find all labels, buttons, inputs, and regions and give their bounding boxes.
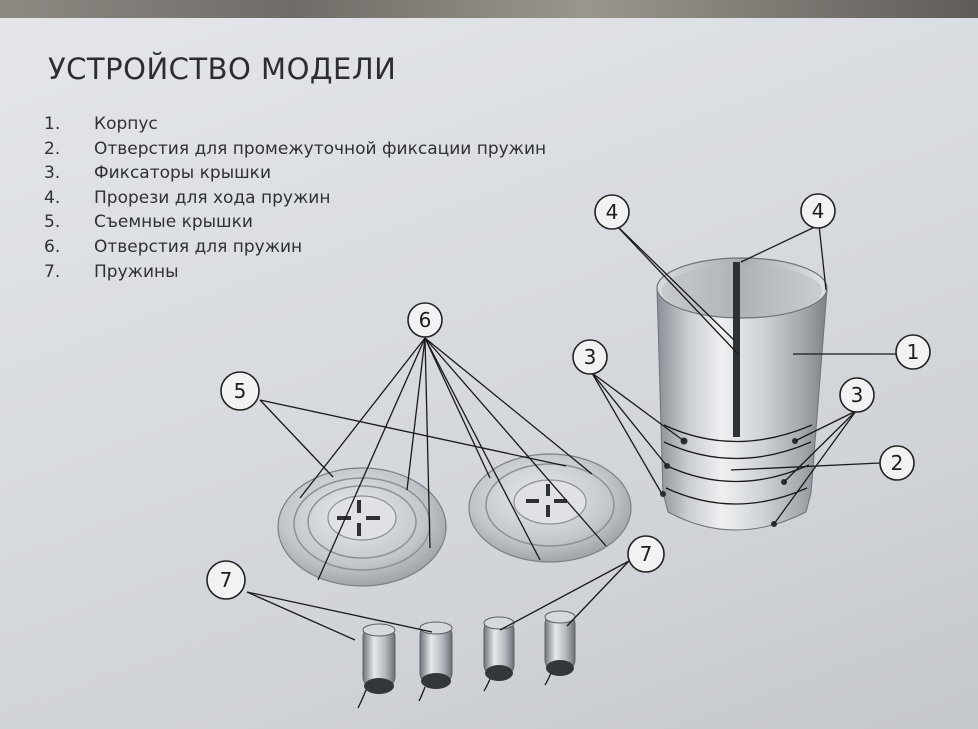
spring-slot [733,262,740,437]
spring [483,616,515,692]
callout-7: 7 [627,535,665,573]
list-item: 3.Фиксаторы крышки [44,163,271,184]
list-item: 6.Отверстия для пружин [44,236,303,257]
spring [357,623,396,709]
svg-text:6: 6 [419,308,432,332]
callout-1: 1 [895,334,931,370]
callout-7: 7 [206,560,246,600]
lid-left [277,467,447,587]
leader-lines [246,223,896,641]
svg-text:4: 4 [606,200,619,224]
list-item: 1.Корпус [44,114,158,134]
spring [544,610,576,686]
callout-5: 5 [220,371,260,411]
parts-list: 1.Корпус 2.Отверстия для промежуточной ф… [44,112,546,284]
page-title: УСТРОЙСТВО МОДЕЛИ [48,52,397,86]
callout-3: 3 [839,377,875,413]
cylinder-body [656,257,828,531]
svg-text:7: 7 [640,542,653,566]
list-item: 7.Пружины [44,261,179,282]
svg-text:1: 1 [907,340,920,364]
callout-3: 3 [572,339,608,375]
svg-text:2: 2 [891,451,904,475]
svg-text:4: 4 [812,199,825,223]
svg-text:3: 3 [851,383,864,407]
callout-6: 6 [407,302,443,338]
background-strip [0,0,978,18]
lid-right [468,453,632,563]
list-item: 2.Отверстия для промежуточной фиксации п… [44,138,547,159]
callout-4: 4 [594,194,630,230]
list-item: 5.Съемные крышки [44,212,253,233]
svg-text:5: 5 [234,379,247,403]
callout-2: 2 [879,445,915,481]
callout-4: 4 [800,193,836,229]
list-item: 4.Прорези для хода пружин [44,187,331,208]
svg-text:7: 7 [220,568,233,592]
spring [418,621,453,702]
svg-text:3: 3 [584,345,597,369]
